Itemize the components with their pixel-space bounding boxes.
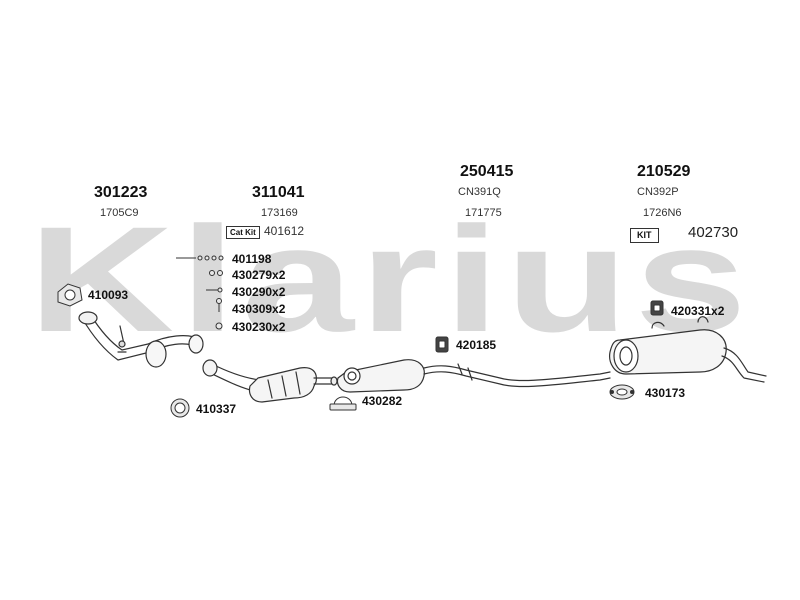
catalytic-converter[interactable] <box>202 359 338 403</box>
component-code-410093: 410093 <box>88 288 129 302</box>
part-code-cn391q: CN391Q <box>458 186 501 198</box>
hardware-code-430279x2: 430279x2 <box>232 268 286 282</box>
component-code-420185: 420185 <box>456 338 497 352</box>
bolt-icon-430290[interactable] <box>206 287 223 293</box>
cat-kit-badge: Cat Kit <box>226 226 260 239</box>
part-code-cn392p: CN392P <box>637 186 679 198</box>
clamp-icon-430282[interactable] <box>329 396 357 411</box>
kit-badge: KIT <box>630 228 659 243</box>
cat-kit-number: 401612 <box>264 224 305 238</box>
nut-icon-430230[interactable] <box>215 322 223 330</box>
bolt-icon-430309[interactable] <box>216 298 222 313</box>
component-code-430282: 430282 <box>362 394 403 408</box>
part-ref-171775: 171775 <box>465 207 502 219</box>
hanger-icon-420185[interactable] <box>435 336 449 353</box>
hanger-icon-420331[interactable] <box>650 300 664 316</box>
hardware-code-430309x2: 430309x2 <box>232 302 286 316</box>
gasket-icon-410093[interactable] <box>57 283 83 307</box>
hardware-code-401198: 401198 <box>232 252 272 266</box>
front-pipe[interactable] <box>78 311 204 368</box>
rear-silencer[interactable] <box>609 316 767 383</box>
bolt-icon-401198[interactable] <box>176 255 224 261</box>
part-ref-1726n6: 1726N6 <box>643 207 682 219</box>
part-number-210529: 210529 <box>637 163 691 180</box>
hardware-code-430230x2: 430230x2 <box>232 320 286 334</box>
ring-icon-410337[interactable] <box>170 398 190 418</box>
brand-watermark: Klarius <box>28 195 753 363</box>
hardware-code-430290x2: 430290x2 <box>232 285 286 299</box>
gasket-icon-430173[interactable] <box>609 384 635 400</box>
part-code-173169: 173169 <box>261 207 298 219</box>
component-code-410337: 410337 <box>196 402 237 416</box>
nut-icon-430279[interactable] <box>209 270 223 276</box>
part-number-250415: 250415 <box>460 163 514 180</box>
kit-number: 402730 <box>688 224 739 241</box>
component-code-420331x2: 420331x2 <box>671 304 725 318</box>
part-number-311041: 311041 <box>252 184 305 201</box>
component-code-430173: 430173 <box>645 386 686 400</box>
middle-silencer[interactable] <box>336 359 611 393</box>
part-number-301223: 301223 <box>94 184 148 201</box>
part-code-1705c9: 1705C9 <box>100 207 139 219</box>
